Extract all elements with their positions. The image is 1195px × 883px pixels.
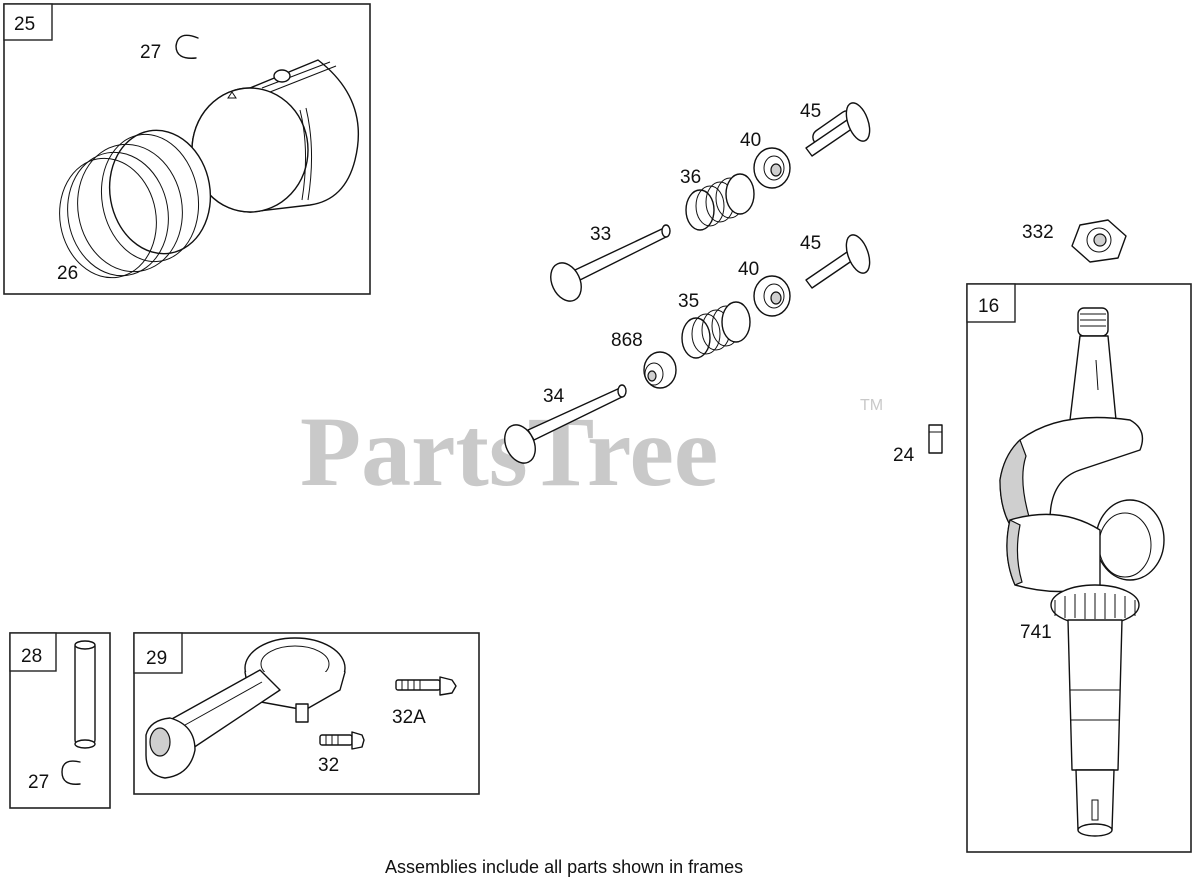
watermark-trademark: TM bbox=[860, 397, 883, 414]
valve-seal-illustration[interactable] bbox=[643, 351, 677, 389]
bolt-a-illustration[interactable] bbox=[395, 676, 457, 696]
spring-upper-illustration[interactable] bbox=[685, 173, 755, 231]
callout-332: 332 bbox=[1022, 222, 1054, 243]
callout-34: 34 bbox=[543, 386, 565, 407]
callout-36: 36 bbox=[680, 167, 701, 188]
spring-lower-illustration[interactable] bbox=[681, 301, 751, 359]
callout-33: 33 bbox=[590, 224, 611, 245]
callout-32: 32 bbox=[318, 755, 339, 776]
valve-exhaust-illustration[interactable] bbox=[499, 384, 627, 468]
callout-40-lower: 40 bbox=[738, 259, 759, 280]
retainer-lower-illustration[interactable] bbox=[753, 275, 791, 317]
crankshaft-illustration[interactable] bbox=[999, 307, 1165, 837]
frame-piston-pin[interactable]: 28 27 bbox=[9, 632, 111, 809]
callout-45-lower: 45 bbox=[800, 233, 821, 254]
footer-note: Assemblies include all parts shown in fr… bbox=[385, 857, 743, 877]
frame-piston-assembly[interactable]: 25 27 26 bbox=[3, 3, 371, 295]
callout-741: 741 bbox=[1020, 622, 1052, 643]
callout-40-upper: 40 bbox=[740, 130, 761, 151]
tappet-upper-illustration[interactable] bbox=[805, 100, 874, 157]
retainer-clip-top-icon[interactable] bbox=[175, 34, 199, 59]
callout-45-upper: 45 bbox=[800, 101, 821, 122]
callout-868: 868 bbox=[611, 330, 643, 351]
bolt-illustration[interactable] bbox=[319, 731, 365, 750]
valve-train: 45 40 36 33 45 bbox=[499, 100, 874, 468]
callout-32a: 32A bbox=[392, 707, 426, 728]
frame-connecting-rod[interactable]: 29 32A 32 bbox=[133, 632, 480, 795]
frame-label-25: 25 bbox=[14, 14, 35, 35]
nut-illustration[interactable] bbox=[1071, 219, 1127, 263]
callout-24: 24 bbox=[893, 445, 915, 466]
callout-27-top: 27 bbox=[140, 42, 161, 63]
callout-26: 26 bbox=[57, 263, 78, 284]
retainer-clip-bottom-icon[interactable] bbox=[61, 760, 81, 785]
connecting-rod-illustration[interactable] bbox=[145, 637, 346, 779]
piston-illustration[interactable] bbox=[191, 59, 359, 213]
callout-35: 35 bbox=[678, 291, 699, 312]
frame-label-28: 28 bbox=[21, 646, 42, 667]
woodruff-key-illustration[interactable] bbox=[928, 424, 943, 454]
piston-rings-illustration[interactable] bbox=[50, 122, 220, 285]
retainer-upper-illustration[interactable] bbox=[753, 147, 791, 189]
frame-crankshaft-assembly[interactable]: 16 bbox=[966, 283, 1192, 853]
valve-intake-illustration[interactable] bbox=[545, 224, 671, 306]
frame-label-16: 16 bbox=[978, 296, 999, 317]
frame-label-29: 29 bbox=[146, 648, 167, 669]
piston-pin-illustration[interactable] bbox=[74, 640, 96, 749]
tappet-lower-illustration[interactable] bbox=[805, 232, 874, 289]
callout-27-bottom: 27 bbox=[28, 772, 49, 793]
